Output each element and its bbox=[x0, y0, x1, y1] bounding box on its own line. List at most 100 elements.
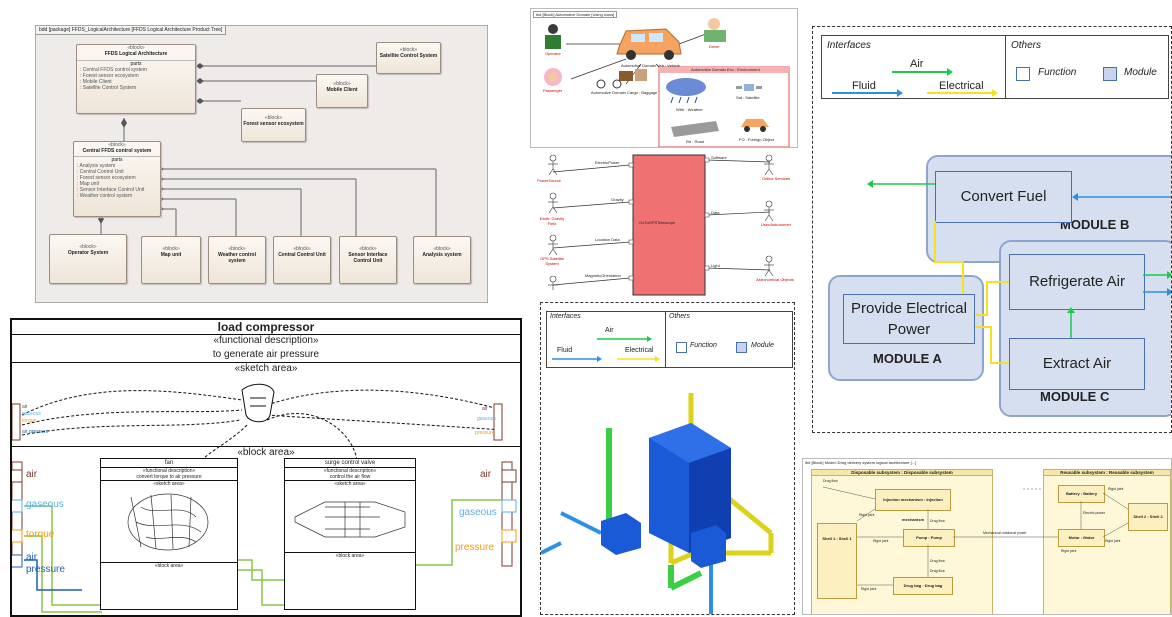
port-label: ElectricPower bbox=[595, 160, 620, 165]
function-label: Provide Electrical Power bbox=[851, 300, 967, 338]
automotive-domain-diagram: ibd [Block] Automotive Domain [Using ico… bbox=[530, 8, 798, 148]
block-name: Central FFDS control system bbox=[82, 148, 152, 154]
fan-fd: «functional description» bbox=[142, 468, 196, 474]
legend-interfaces: Interfaces Air Fluid Electrical bbox=[546, 311, 666, 368]
block-ffds-logical-architecture[interactable]: «block» FFDS Logical Architecture parts … bbox=[76, 44, 196, 114]
flow-label: Rigid joint bbox=[859, 513, 875, 517]
actor-label: PowerSource bbox=[537, 178, 562, 183]
sketch-port-label: pressure bbox=[475, 430, 495, 436]
block-analysis-system[interactable]: «block» Analysis system bbox=[413, 236, 471, 284]
block-sensor-interface[interactable]: «block» Sensor Interface Control Unit bbox=[339, 236, 397, 284]
bdd-title: bdd [package] FFDS_LogicalArchitecture [… bbox=[36, 26, 227, 35]
legend-interfaces-title: Interfaces bbox=[827, 40, 871, 51]
stereotype-label: «block» bbox=[359, 246, 377, 252]
function-label: Extract Air bbox=[1042, 355, 1112, 372]
block-mobile-client[interactable]: «block» Mobile Client bbox=[316, 74, 368, 108]
block-operator-system[interactable]: «block» Operator System bbox=[49, 234, 127, 284]
block-name: Sensor Interface Control Unit bbox=[348, 252, 388, 264]
fan-block[interactable]: fan «functional description» convert tor… bbox=[100, 458, 238, 610]
sketch-part bbox=[241, 383, 275, 423]
port-label: Data bbox=[711, 210, 720, 215]
driver-label: Driver bbox=[709, 44, 720, 49]
block-name: FFDS Logical Architecture bbox=[104, 51, 168, 57]
sketch-area-label: «sketch area» bbox=[234, 363, 298, 374]
load-compressor-diagram: load compressor «functional description»… bbox=[10, 318, 522, 617]
module-3d-graphics bbox=[541, 393, 774, 614]
part-item: : Map unit bbox=[77, 181, 99, 187]
fan-text: convert torque to air pressure bbox=[136, 474, 202, 480]
part-item: : Sensor Interface Control Unit bbox=[77, 187, 145, 193]
actor-icons bbox=[548, 154, 774, 290]
subsystem-title: Reusable subsystem : Reusable subsystem bbox=[1044, 470, 1170, 476]
port-label-torque: torque bbox=[26, 529, 55, 540]
module-3d-view: Interfaces Air Fluid Electrical Others F… bbox=[540, 302, 795, 615]
block-weather-control[interactable]: «block» Weather control system bbox=[208, 236, 266, 284]
stereotype-label: «block» bbox=[108, 142, 126, 148]
port-label-air: air bbox=[480, 469, 492, 480]
flow-label: Rigid joint bbox=[1105, 539, 1121, 543]
injection-mechanism[interactable]: Injection mechanism : Injection mechanis… bbox=[875, 489, 951, 522]
actor-label: Astronomical Objects bbox=[756, 277, 794, 282]
legend-function: Function bbox=[1038, 67, 1077, 78]
functional-desc-stereotype: «functional description» bbox=[213, 335, 319, 346]
component-label: Battery : Battery bbox=[1065, 491, 1098, 496]
flow-label: Rigid joint bbox=[1108, 487, 1124, 491]
foreign-object-icon bbox=[741, 119, 769, 132]
block-name: Mobile Client bbox=[326, 87, 358, 93]
component-label: Drug bag : Drug bag bbox=[903, 583, 943, 588]
flow-label: Rigid joint bbox=[861, 587, 877, 591]
block-forest-sensor[interactable]: «block» Forest sensor ecosystem bbox=[241, 108, 306, 142]
motor[interactable]: Motor : Motor bbox=[1058, 529, 1105, 547]
environment-label: Automotive Domain Env : Environment bbox=[691, 67, 760, 72]
parts-label: parts bbox=[77, 60, 195, 67]
function-convert-fuel[interactable]: Convert Fuel bbox=[935, 171, 1072, 223]
passenger-icon bbox=[544, 68, 562, 86]
block-central-control-unit[interactable]: «block» Central Control Unit bbox=[273, 236, 331, 284]
block-map-unit[interactable]: «block» Map unit bbox=[141, 236, 201, 284]
functional-desc-text: to generate air pressure bbox=[212, 349, 320, 360]
stereotype-label: «block» bbox=[162, 246, 180, 252]
stereotype-label: «block» bbox=[228, 246, 246, 252]
shell-1[interactable]: Shell 1 : Shell 1 bbox=[817, 523, 857, 599]
module-flows bbox=[867, 180, 1171, 364]
valve-block[interactable]: surge control valve «functional descript… bbox=[284, 458, 416, 610]
fan-sketch bbox=[127, 493, 209, 551]
function-extract-air[interactable]: Extract Air bbox=[1009, 338, 1145, 390]
legend-others-title: Others bbox=[669, 313, 691, 320]
part-item: : Weather control system bbox=[77, 193, 133, 199]
part-item: : Central Control Unit bbox=[77, 169, 124, 175]
stereotype-label: «block» bbox=[264, 115, 283, 121]
part-item: : Central FFDS control system bbox=[80, 67, 147, 73]
valve-sketch bbox=[294, 501, 406, 538]
block-name: Weather control system bbox=[218, 252, 256, 264]
legend-module: Module bbox=[1124, 67, 1157, 78]
component-label: Injection mechanism : Injection mechanis… bbox=[883, 497, 943, 522]
pump[interactable]: Pump : Pump bbox=[903, 529, 955, 547]
valve-text: control the air flow bbox=[329, 474, 371, 480]
function-refrigerate-air[interactable]: Refrigerate Air bbox=[1009, 254, 1145, 310]
flow-label: Drug flow bbox=[930, 519, 945, 523]
drug-bag[interactable]: Drug bag : Drug bag bbox=[893, 577, 953, 595]
legend-function: Function bbox=[690, 342, 717, 349]
telescope-block-label: GoToGPSTelescope bbox=[639, 220, 676, 225]
function-provide-power[interactable]: Provide Electrical Power bbox=[843, 294, 975, 344]
legend-interfaces-large: Interfaces Air Fluid Electrical bbox=[821, 35, 1006, 99]
vehicle-label: Automotive Domain Veh : Vehicle bbox=[621, 63, 681, 68]
shell-2[interactable]: Shell 2 : Shell 2 bbox=[1128, 503, 1168, 531]
block-satellite-control[interactable]: «block» Satellite Control System bbox=[376, 42, 441, 74]
driver-icon bbox=[704, 18, 726, 42]
port-label-pressure: pressure bbox=[455, 542, 494, 553]
legend-others: Others Function Module bbox=[665, 311, 793, 368]
valve-title: surge control valve bbox=[285, 459, 415, 468]
fan-sketch-label: «sketch area» bbox=[101, 480, 237, 487]
component-label: Motor : Motor bbox=[1068, 535, 1095, 540]
fan-block-label: «block area» bbox=[101, 562, 237, 569]
stereotype-label: «block» bbox=[399, 47, 418, 53]
cargo-icon bbox=[596, 69, 647, 89]
module-swatch bbox=[736, 342, 747, 353]
stereotype-label: «block» bbox=[79, 244, 97, 250]
block-name: Operator System bbox=[67, 250, 109, 256]
drug-delivery-diagram: ibd [Block] Model::Drug delivery system … bbox=[802, 458, 1172, 615]
block-central-ffds[interactable]: «block» Central FFDS control system part… bbox=[73, 141, 161, 217]
divider bbox=[12, 362, 520, 363]
